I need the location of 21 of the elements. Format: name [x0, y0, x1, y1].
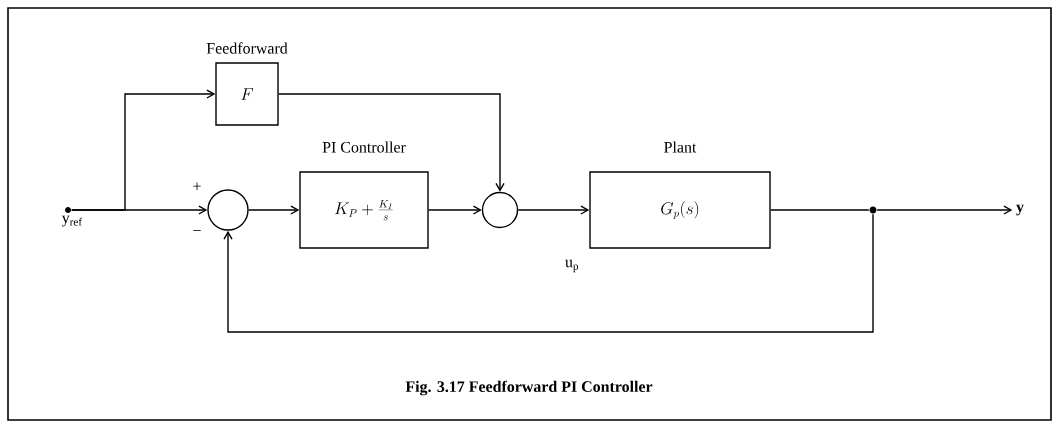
arrow: [428, 205, 482, 215]
arrow: [71, 89, 216, 211]
summing-junction: [207, 189, 249, 231]
arrow: [248, 205, 300, 215]
figure-caption: Fig. 3.17 Feedforward PI Controller: [405, 380, 653, 396]
block-heading: Feedforward: [206, 42, 288, 54]
summing-junction: [481, 191, 519, 229]
block-heading: Plant: [664, 141, 697, 153]
edge-label: u$_{p}$: [565, 259, 579, 273]
arrow: [517, 205, 590, 215]
transfer-function-box: $G_p(s)$: [589, 171, 771, 249]
block-heading: PI Controller: [322, 141, 406, 153]
transfer-function-box: $K_P + \frac{K_I}{s}$: [299, 171, 429, 249]
sign-label: +: [193, 182, 201, 190]
signal-label: y$_{ref}$: [61, 215, 83, 227]
arrow: [223, 213, 874, 333]
transfer-function-box: $F$: [215, 62, 279, 126]
signal-label: y: [1016, 204, 1024, 216]
sign-label: −: [193, 230, 201, 231]
arrow: [278, 93, 505, 192]
arrow: [876, 205, 1013, 215]
